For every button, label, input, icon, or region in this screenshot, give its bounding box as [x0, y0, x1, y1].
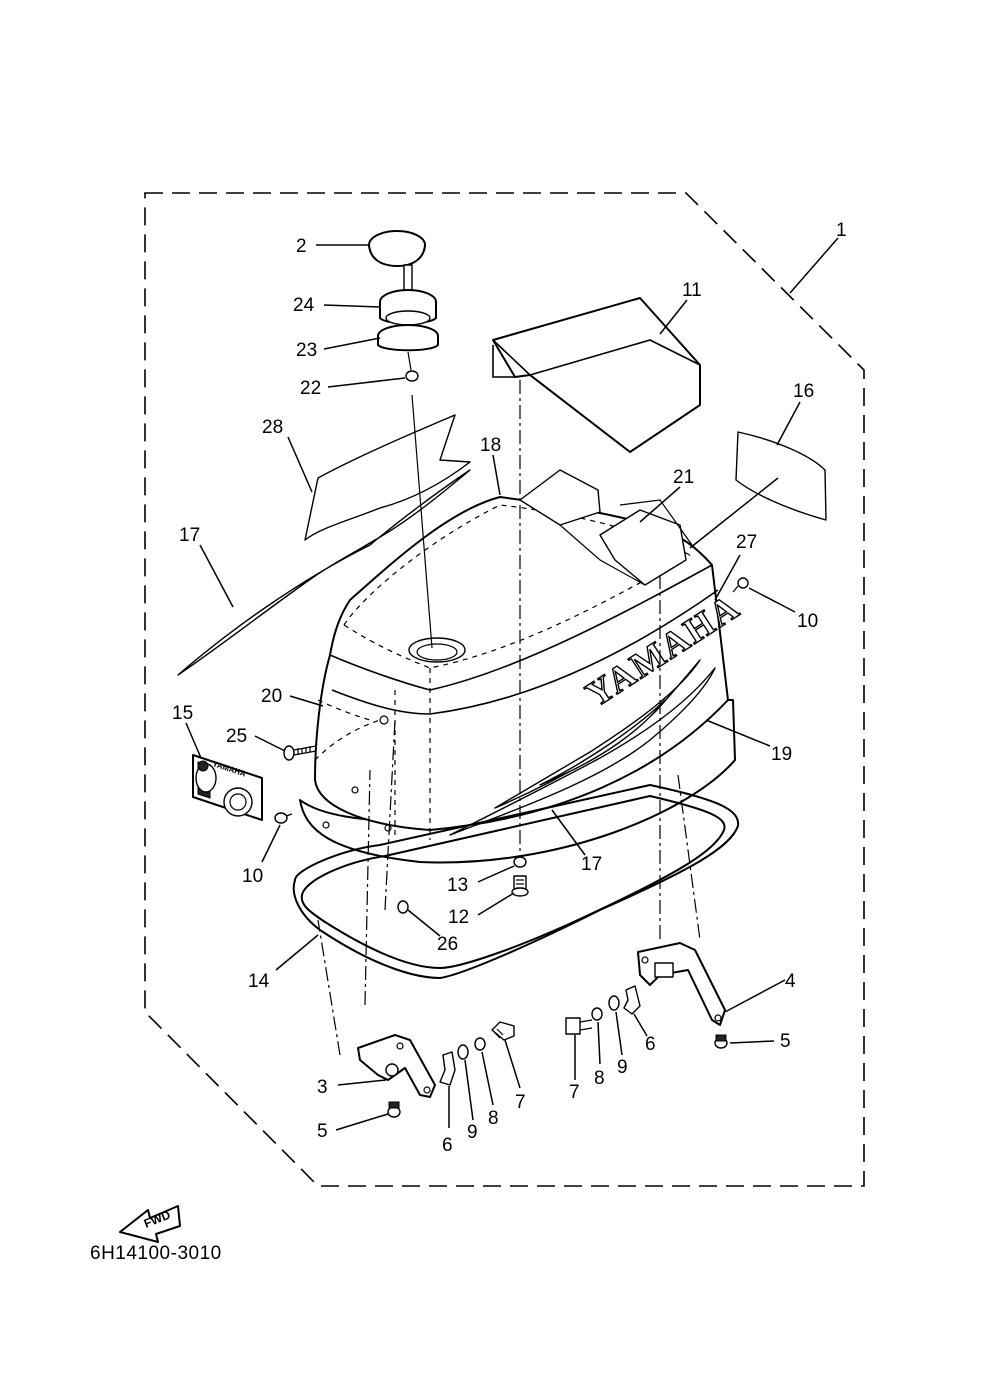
callout-12: 12	[448, 907, 469, 928]
callout-23: 23	[296, 340, 317, 361]
callout-labels: 1 2 24 23 22 28 17 18 11 21 16 27 10 20 …	[172, 220, 847, 1156]
callout-5-right: 5	[780, 1031, 791, 1052]
clip-6-left	[439, 1051, 456, 1086]
callout-6-left: 6	[442, 1135, 453, 1156]
filler-cap-assembly	[368, 230, 439, 649]
forward-arrow: FWD	[119, 1205, 181, 1243]
decal-17-left	[177, 469, 471, 676]
callout-4: 4	[785, 971, 796, 992]
callout-7-right: 7	[569, 1082, 580, 1103]
callout-18: 18	[480, 435, 501, 456]
washer-8-left	[474, 1037, 486, 1051]
diagram-part-code: 6H14100-3010	[90, 1243, 222, 1264]
callout-10-right: 10	[797, 611, 818, 632]
callout-19: 19	[771, 744, 792, 765]
decal-28	[304, 414, 471, 541]
callout-24: 24	[293, 295, 315, 316]
leader-lines	[185, 237, 839, 1131]
callout-27: 27	[736, 532, 757, 553]
callout-14: 14	[248, 971, 270, 992]
clip-6-right	[623, 985, 641, 1015]
callout-26: 26	[437, 934, 458, 955]
screw-10-right	[732, 577, 749, 593]
callout-5-left: 5	[317, 1121, 328, 1142]
bracket-4	[637, 942, 728, 1049]
top-cowling: YAMAHA	[299, 469, 748, 864]
callout-22: 22	[300, 378, 321, 399]
callout-16: 16	[793, 381, 814, 402]
callout-15: 15	[172, 703, 193, 724]
callout-28: 28	[262, 417, 283, 438]
assembly-boundary	[144, 192, 865, 1187]
callout-17-left: 17	[179, 525, 200, 546]
callout-9-left: 9	[467, 1122, 478, 1143]
callout-1: 1	[836, 220, 847, 241]
bolt-7-left	[491, 1021, 515, 1041]
bracket-3	[357, 1034, 436, 1118]
callout-10-left: 10	[242, 866, 263, 887]
rear-cover	[492, 297, 701, 453]
callout-7-left: 7	[515, 1092, 526, 1113]
washer-9-right	[608, 995, 620, 1011]
screw-10-left	[274, 812, 293, 824]
callout-13: 13	[447, 875, 468, 896]
washer-8-right	[591, 1007, 603, 1021]
callout-11: 11	[682, 280, 702, 301]
callout-25: 25	[226, 726, 247, 747]
callout-9-right: 9	[617, 1057, 628, 1078]
emblem-15: YAMAHA 90	[192, 754, 263, 821]
callout-8-left: 8	[488, 1108, 499, 1129]
callout-6-right: 6	[645, 1034, 656, 1055]
callout-2: 2	[296, 236, 307, 257]
screw-25	[283, 745, 317, 761]
washer-9-left	[457, 1044, 469, 1060]
callout-17-right: 17	[581, 854, 602, 875]
callout-20: 20	[261, 686, 282, 707]
callout-21: 21	[673, 467, 694, 488]
bottom-gasket	[292, 784, 740, 979]
callout-3: 3	[317, 1077, 328, 1098]
grommet-26	[397, 900, 409, 914]
bolt-7-right	[565, 1017, 593, 1035]
washer-13	[513, 856, 527, 868]
callout-8-right: 8	[594, 1068, 605, 1089]
decal-16	[735, 431, 827, 521]
bolt-12	[511, 875, 529, 897]
